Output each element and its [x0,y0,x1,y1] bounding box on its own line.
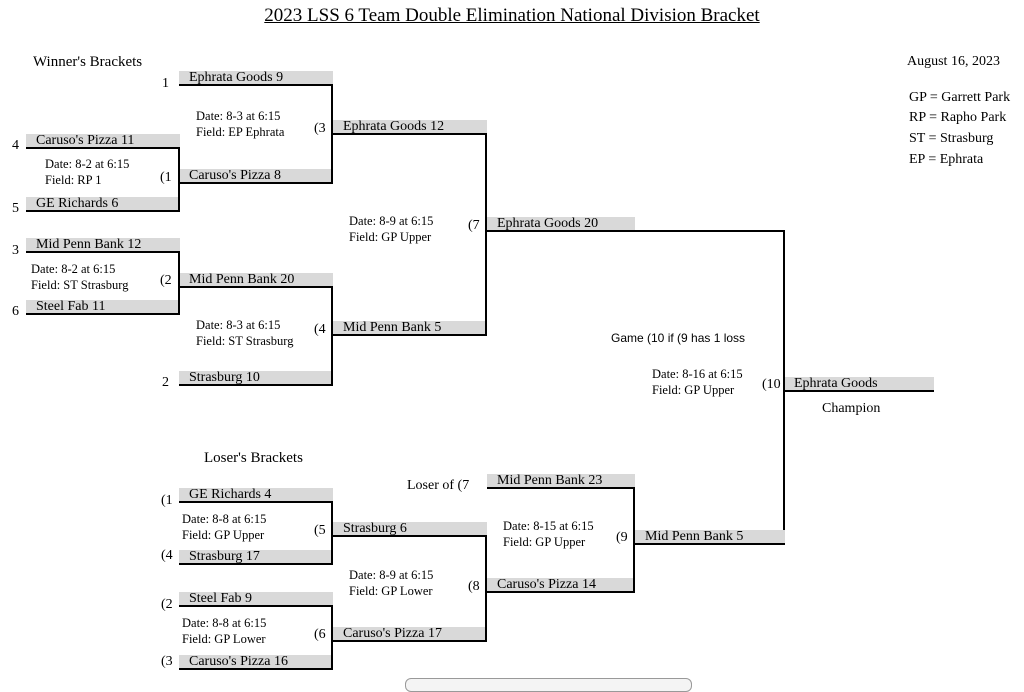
connector-line [485,535,487,642]
game-info: Date: 8-2 at 6:15 Field: ST Strasburg [31,262,129,292]
game-info: Date: 8-3 at 6:15 Field: EP Ephrata [196,109,285,139]
team-slot-ephrata-goods: Ephrata Goods 9 [179,71,333,86]
game-info: Date: 8-2 at 6:15 Field: RP 1 [45,157,130,187]
legend-strasburg: ST = Strasburg [909,131,994,146]
team-slot-carusos-pizza: Caruso's Pizza 11 [26,134,180,149]
bracket-date: August 16, 2023 [907,54,1000,69]
game-info: Date: 8-9 at 6:15 Field: GP Upper [349,214,434,244]
game-number: (10 [762,377,781,392]
game-info: Date: 8-15 at 6:15 Field: GP Upper [503,519,594,549]
team-slot-mid-penn-bank: Mid Penn Bank 12 [26,238,180,253]
team-slot-carusos-pizza-game6: Caruso's Pizza 17 [333,627,487,642]
seed-number: 6 [12,304,19,319]
seed-number: (4 [161,548,173,563]
connector-line [633,487,635,593]
team-slot-mid-penn-bank-game9: Mid Penn Bank 5 [635,530,785,545]
team-slot-strasburg-game5: Strasburg 6 [333,522,487,537]
losers-bracket-header: Loser's Brackets [204,450,303,466]
team-slot-strasburg: Strasburg 10 [179,371,333,386]
seed-number: (2 [161,597,173,612]
game-info: Date: 8-9 at 6:15 Field: GP Lower [349,568,434,598]
horizontal-scrollbar[interactable] [405,678,692,692]
game-info: Date: 8-3 at 6:15 Field: ST Strasburg [196,318,294,348]
champion-slot: Ephrata Goods [784,377,934,392]
team-slot-carusos-pizza: Caruso's Pizza 16 [179,655,333,670]
seed-number: 5 [12,201,19,216]
connector-line [783,230,785,545]
seed-number: (3 [161,654,173,669]
seed-number: 1 [162,76,169,91]
seed-number: (1 [161,493,173,508]
game-number: (5 [314,523,326,538]
game-number: (8 [468,579,480,594]
team-slot-mid-penn-bank-loser-of-7: Mid Penn Bank 23 [487,474,635,489]
team-slot-ge-richards: GE Richards 4 [179,488,333,503]
game-number: (2 [160,273,172,288]
team-slot-mid-penn-bank-game4: Mid Penn Bank 5 [333,321,487,336]
connector-line [331,286,333,386]
legend-rapho-park: RP = Rapho Park [909,110,1007,125]
seed-number: 2 [162,375,169,390]
game-info: Date: 8-16 at 6:15 Field: GP Upper [652,367,743,397]
bracket-title: 2023 LSS 6 Team Double Elimination Natio… [264,5,760,26]
connector-line [331,84,333,184]
connector-line [331,605,333,669]
team-slot-carusos-pizza-game8: Caruso's Pizza 14 [487,578,635,593]
team-slot-ephrata-goods-game7: Ephrata Goods 20 [487,217,635,232]
team-slot-mid-penn-bank-game2: Mid Penn Bank 20 [179,273,333,288]
legend-garrett-park: GP = Garrett Park [909,90,1011,105]
game-number: (4 [314,322,326,337]
connector-line [178,147,180,211]
legend-ephrata: EP = Ephrata [909,152,984,167]
game-number: (9 [616,530,628,545]
team-slot-ge-richards: GE Richards 6 [26,197,180,212]
champion-label: Champion [822,401,881,416]
winners-bracket-header: Winner's Brackets [33,54,143,70]
game-info: Date: 8-8 at 6:15 Field: GP Lower [182,616,267,646]
game-info: Date: 8-8 at 6:15 Field: GP Upper [182,512,267,542]
game-number: (6 [314,627,326,642]
game-number: (7 [468,218,480,233]
connector-line [331,501,333,565]
team-slot-carusos-pizza-game1: Caruso's Pizza 8 [179,169,333,184]
connector-line [485,133,487,336]
game10-note: Game (10 if (9 has 1 loss [611,331,746,345]
connector-line [178,251,180,315]
game-number: (3 [314,121,326,136]
game-number: (1 [160,170,172,185]
seed-number: 4 [12,138,19,153]
connector-line [635,230,785,232]
team-slot-strasburg: Strasburg 17 [179,550,333,565]
team-slot-steel-fab: Steel Fab 11 [26,300,180,315]
seed-number: 3 [12,243,19,258]
team-slot-steel-fab: Steel Fab 9 [179,592,333,607]
loser-of-7-label: Loser of (7 [407,478,470,493]
team-slot-ephrata-goods-game3: Ephrata Goods 12 [333,120,487,135]
